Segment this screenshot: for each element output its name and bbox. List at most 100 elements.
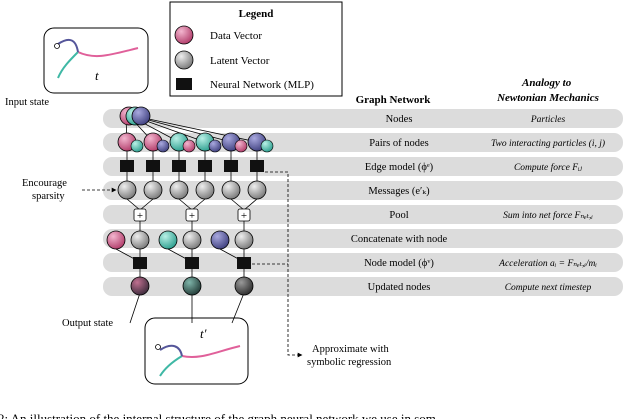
- input-particle: [54, 43, 60, 49]
- concat-latent-node: [182, 230, 202, 250]
- updated-nodes: [130, 276, 254, 296]
- output-particle: [155, 344, 161, 350]
- legend-title: Legend: [239, 8, 274, 20]
- node-mlp: [185, 257, 199, 269]
- input-nodes: [119, 106, 151, 126]
- message-node: [117, 180, 137, 200]
- pair-node-partner: [130, 139, 144, 153]
- output-state-label: Output state: [62, 318, 113, 329]
- input-trajectory-pink: [77, 47, 139, 58]
- concatenate-nodes: [106, 230, 254, 250]
- message-node: [195, 180, 215, 200]
- gn-row-pairs: Pairs of nodes: [369, 138, 429, 149]
- pair-node-partner: [182, 139, 196, 153]
- row-band-updated: [103, 277, 623, 296]
- an-row-updated: Compute next timestep: [505, 283, 592, 293]
- output-trajectory-purple: [159, 344, 183, 357]
- edge-mlp: [224, 160, 238, 172]
- an-row-node-model: Acceleration aᵢ = Fₙₑₜ,ᵢ/mᵢ: [498, 259, 597, 269]
- sum-box: [237, 208, 251, 222]
- input-trajectory-purple: [57, 38, 79, 53]
- concat-data-node: [106, 230, 126, 250]
- legend-latent-vector-swatch: [174, 50, 194, 70]
- edge-model-mlps: [120, 160, 264, 172]
- legend-mlp-swatch: [176, 78, 192, 90]
- approximate-arrow: [265, 171, 303, 358]
- approximate-label: Approximate with symbolic regression: [307, 344, 392, 368]
- gn-row-pool: Pool: [389, 210, 408, 221]
- pair-node-partner: [156, 139, 170, 153]
- message-node: [221, 180, 241, 200]
- analogy-header: Analogy to Newtonian Mechanics: [496, 77, 599, 104]
- legend-data-vector-label: Data Vector: [210, 30, 262, 42]
- sum-box: [185, 208, 199, 222]
- input-state-label: Input state: [5, 97, 49, 108]
- pair-nodes: [117, 132, 274, 153]
- updated-node: [182, 276, 202, 296]
- analogy-header-line-2: Newtonian Mechanics: [496, 92, 599, 104]
- caption-fragment: 2: An illustration of the internal struc…: [0, 411, 436, 419]
- sum-box: [133, 208, 147, 222]
- pair-node-partner: [234, 139, 248, 153]
- encourage-sparsity-line-2: sparsity: [32, 191, 65, 202]
- gn-row-edge-model: Edge model (ϕᵉ): [365, 162, 434, 173]
- row-band-concatenate: [103, 229, 623, 248]
- gn-row-messages: Messages (e′ₖ): [368, 186, 430, 197]
- approximate-line-1: Approximate with: [312, 344, 389, 355]
- an-row-edge-model: Compute force Fᵢⱼ: [514, 162, 583, 173]
- concat-latent-node: [234, 230, 254, 250]
- an-row-nodes: Particles: [530, 115, 566, 125]
- updated-node: [130, 276, 150, 296]
- encourage-sparsity-label: Encourage sparsity: [22, 178, 70, 202]
- output-plot-frame: [144, 317, 249, 385]
- analogy-header-line-1: Analogy to: [521, 77, 572, 89]
- output-plot-time: t′: [200, 326, 207, 341]
- input-trajectory-teal: [57, 51, 79, 79]
- legend-latent-vector-label: Latent Vector: [210, 55, 270, 67]
- edge-mlp: [250, 160, 264, 172]
- node-mlp: [133, 257, 147, 269]
- message-node: [247, 180, 267, 200]
- pair-node-partner: [260, 139, 274, 153]
- analogy-rows: Particles Two interacting particles (i, …: [491, 115, 605, 293]
- legend-mlp-label: Neural Network (MLP): [210, 79, 314, 91]
- node-model-mlps: [133, 257, 251, 269]
- gn-row-nodes: Nodes: [386, 114, 413, 125]
- edge-mlp: [120, 160, 134, 172]
- concat-data-node: [158, 230, 178, 250]
- graph-network-rows: Nodes Pairs of nodes Edge model (ϕᵉ) Mes…: [351, 114, 448, 293]
- svg-text:+: +: [241, 210, 247, 222]
- pool-connectors: [126, 198, 258, 238]
- concat-latent-node: [130, 230, 150, 250]
- message-nodes: [117, 180, 267, 200]
- updated-node: [234, 276, 254, 296]
- gn-row-node-model: Node model (ϕᵛ): [364, 258, 434, 269]
- legend-box: [169, 1, 343, 97]
- output-trajectory-pink: [181, 345, 241, 358]
- an-row-pairs: Two interacting particles (i, j): [491, 138, 605, 149]
- output-trajectory-teal: [159, 355, 183, 377]
- row-band-pool: [103, 205, 623, 224]
- concat-data-node: [210, 230, 230, 250]
- message-node: [143, 180, 163, 200]
- graph-network-header: Graph Network: [356, 94, 432, 106]
- row-band-node-model: [103, 253, 623, 272]
- edge-mlp: [198, 160, 212, 172]
- input-node-purple: [131, 106, 151, 126]
- edge-mlp: [146, 160, 160, 172]
- encourage-sparsity-line-1: Encourage: [22, 178, 67, 189]
- approximate-line-2: symbolic regression: [307, 357, 392, 368]
- input-plot-time: t: [95, 68, 99, 83]
- legend: Legend Data Vector Latent Vector Neural …: [169, 1, 343, 97]
- node-mlp: [237, 257, 251, 269]
- svg-text:+: +: [189, 210, 195, 222]
- svg-text:+: +: [137, 210, 143, 222]
- an-row-messages: Sum into net force Fₙₑₜ,ᵢ: [503, 210, 593, 221]
- input-plot-frame: [43, 27, 149, 94]
- gn-row-updated: Updated nodes: [368, 282, 431, 293]
- row-band-nodes: [103, 109, 623, 128]
- edge-mlp: [172, 160, 186, 172]
- pair-node-partner: [208, 139, 222, 153]
- input-state-plot: t: [43, 27, 149, 94]
